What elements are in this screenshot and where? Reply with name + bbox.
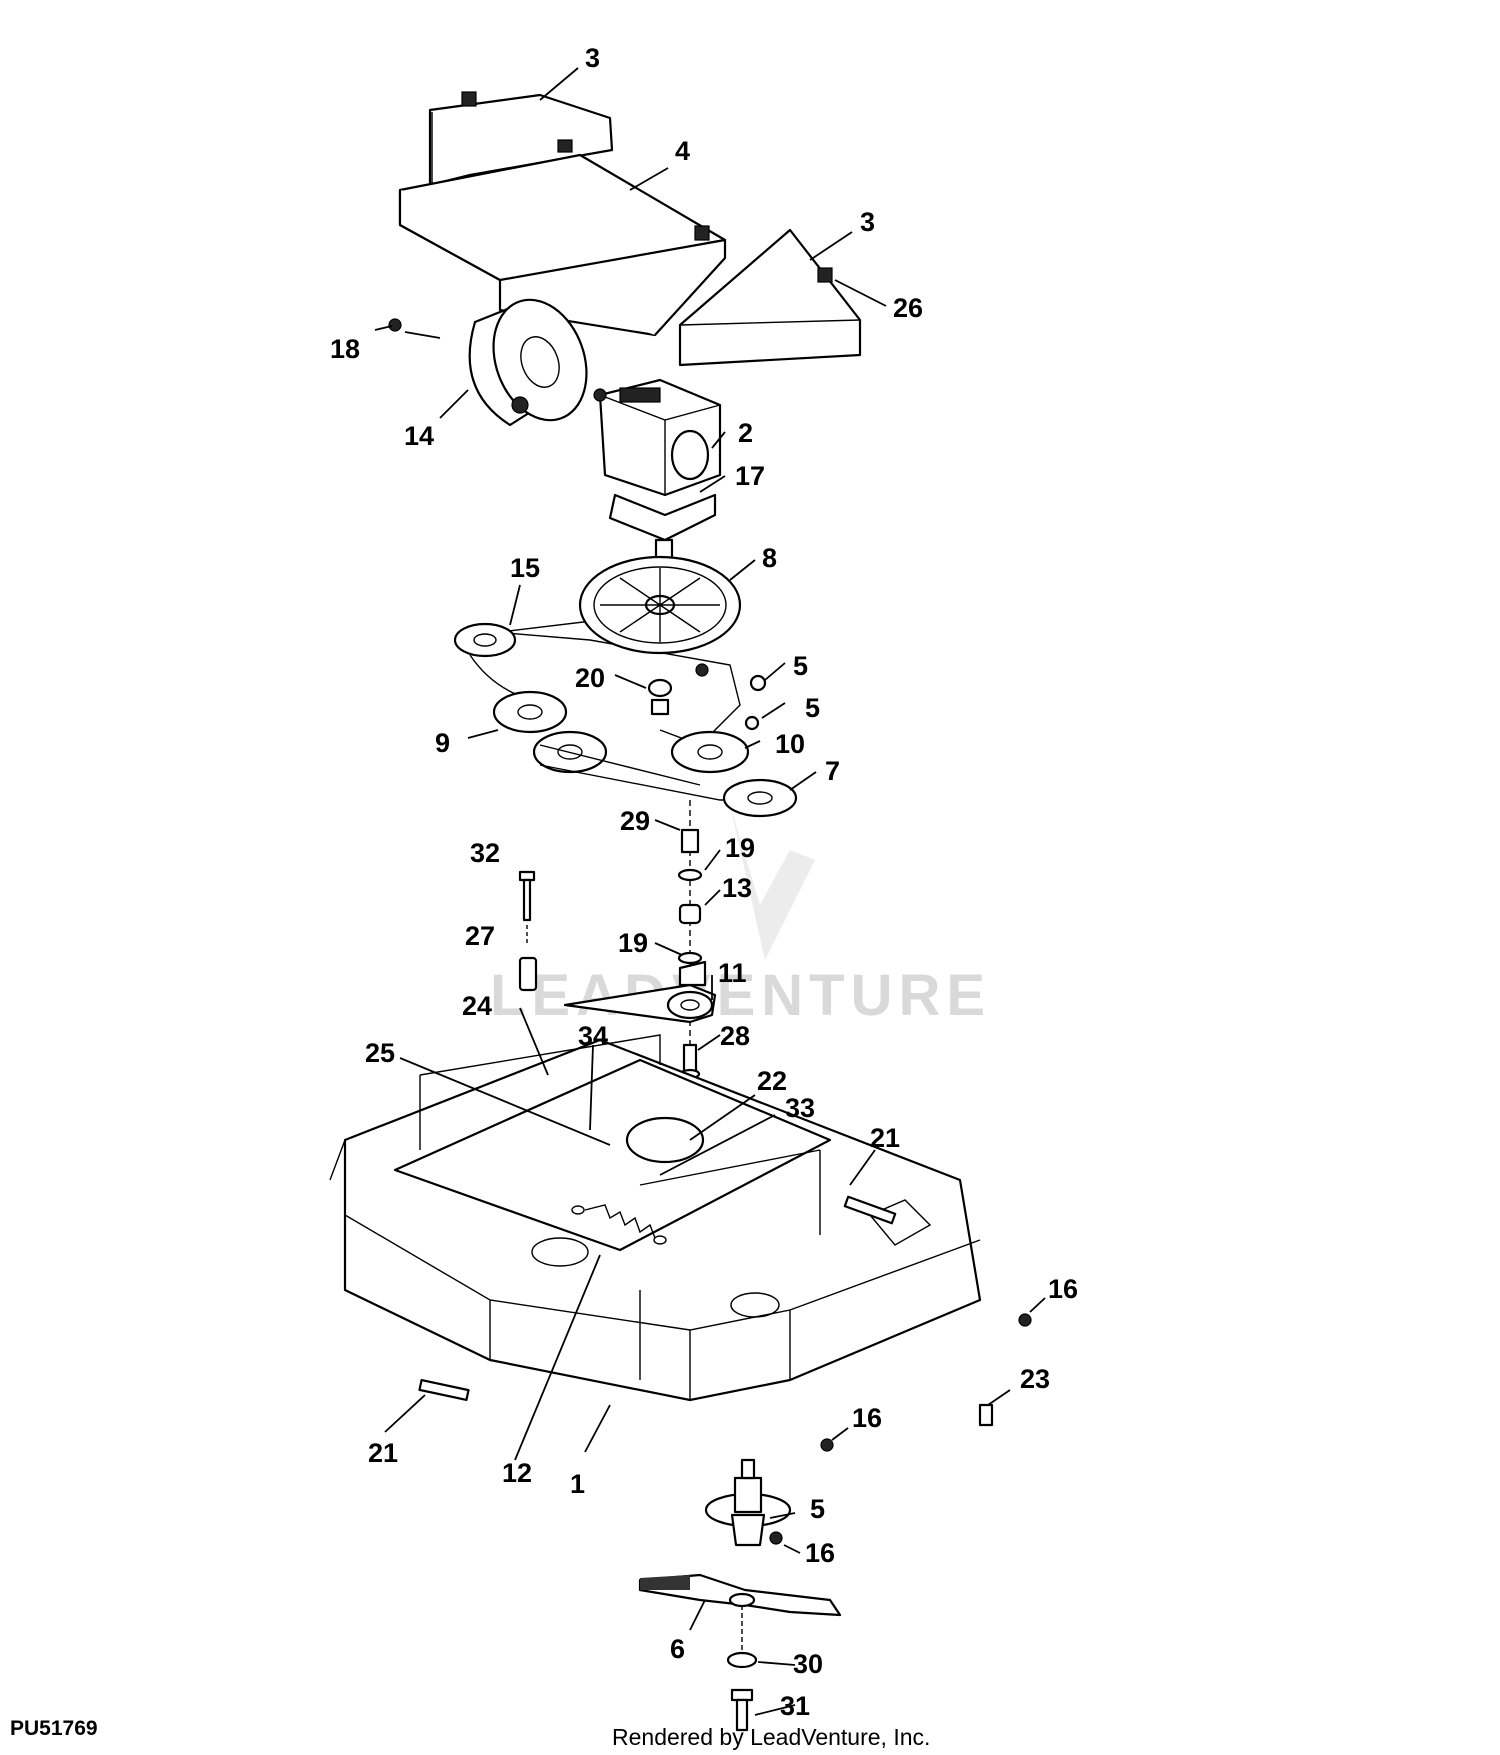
callout-27: 27 — [465, 921, 495, 951]
callout-30: 30 — [793, 1649, 823, 1679]
drum-part-14 — [468, 298, 588, 427]
mower-deck-part-1 — [329, 1034, 982, 1402]
callout-2: 2 — [738, 418, 753, 448]
callout-29: 29 — [620, 806, 650, 836]
callout-9: 9 — [435, 728, 450, 758]
spindle-part-5 — [704, 1458, 792, 1547]
deck-hardware — [418, 1195, 1032, 1452]
callout-14: 14 — [404, 421, 434, 451]
leader-lines — [374, 67, 1046, 1716]
callout-7: 7 — [825, 756, 840, 786]
callout-28: 28 — [720, 1021, 750, 1051]
callout-21-left: 21 — [368, 1438, 398, 1468]
pulley-part-10 — [670, 730, 750, 774]
watermark-text: LEADVENTURE — [490, 963, 991, 1028]
blade-part-6 — [638, 1573, 842, 1617]
washer-bolt-30-31 — [726, 1605, 758, 1732]
callout-labels: 3 4 3 26 18 14 2 17 15 8 5 5 20 9 10 7 2… — [330, 43, 1078, 1721]
callout-5-upper: 5 — [793, 651, 808, 681]
footer-credit: Rendered by LeadVenture, Inc. — [612, 1724, 930, 1750]
callout-25: 25 — [365, 1038, 395, 1068]
callout-4: 4 — [675, 136, 690, 166]
callout-32: 32 — [470, 838, 500, 868]
idler-arm-part-11 — [563, 960, 717, 1024]
bolt-part-32-spacer-27 — [518, 870, 538, 992]
callout-13: 13 — [722, 873, 752, 903]
spring-part-12 — [571, 1204, 667, 1245]
callout-20: 20 — [575, 663, 605, 693]
callout-3-right: 3 — [860, 207, 875, 237]
callout-16-right: 16 — [1048, 1274, 1078, 1304]
watermark: LEADVENTURE — [490, 805, 991, 1028]
callout-16-spindle: 16 — [805, 1538, 835, 1568]
pulley-part-8 — [578, 555, 742, 655]
callout-19-lower: 19 — [618, 928, 648, 958]
callout-11: 11 — [718, 958, 747, 988]
shield-center-cover — [398, 153, 727, 337]
callout-31: 31 — [780, 1691, 810, 1721]
callout-22: 22 — [757, 1066, 787, 1096]
callout-3-top: 3 — [585, 43, 600, 73]
callout-21-right: 21 — [870, 1123, 900, 1153]
callout-8: 8 — [762, 543, 777, 573]
figure-id: PU51769 — [10, 1717, 98, 1740]
callout-10: 10 — [775, 729, 805, 759]
callout-26: 26 — [893, 293, 923, 323]
callout-1: 1 — [570, 1469, 585, 1499]
callout-19-upper: 19 — [725, 833, 755, 863]
callout-24: 24 — [462, 991, 492, 1021]
callout-12: 12 — [502, 1458, 532, 1488]
small-hardware-20-5 — [647, 663, 767, 731]
belt-part-7 — [539, 744, 798, 818]
pulley-idler-left — [453, 622, 517, 658]
callout-15: 15 — [510, 553, 540, 583]
callout-6: 6 — [670, 1634, 685, 1664]
nut-part-18 — [388, 318, 402, 332]
spacer-stack — [677, 800, 703, 1080]
callout-18: 18 — [330, 334, 360, 364]
callout-17: 17 — [735, 461, 765, 491]
gearbox-part-2 — [593, 378, 722, 497]
shield-right — [678, 228, 862, 367]
callout-23: 23 — [1020, 1364, 1050, 1394]
callout-5-lower: 5 — [805, 693, 820, 723]
pulley-part-9 — [492, 690, 568, 734]
callout-33: 33 — [785, 1093, 815, 1123]
callout-5-spindle: 5 — [810, 1494, 825, 1524]
callout-16-mid: 16 — [852, 1403, 882, 1433]
callout-34: 34 — [578, 1021, 608, 1051]
